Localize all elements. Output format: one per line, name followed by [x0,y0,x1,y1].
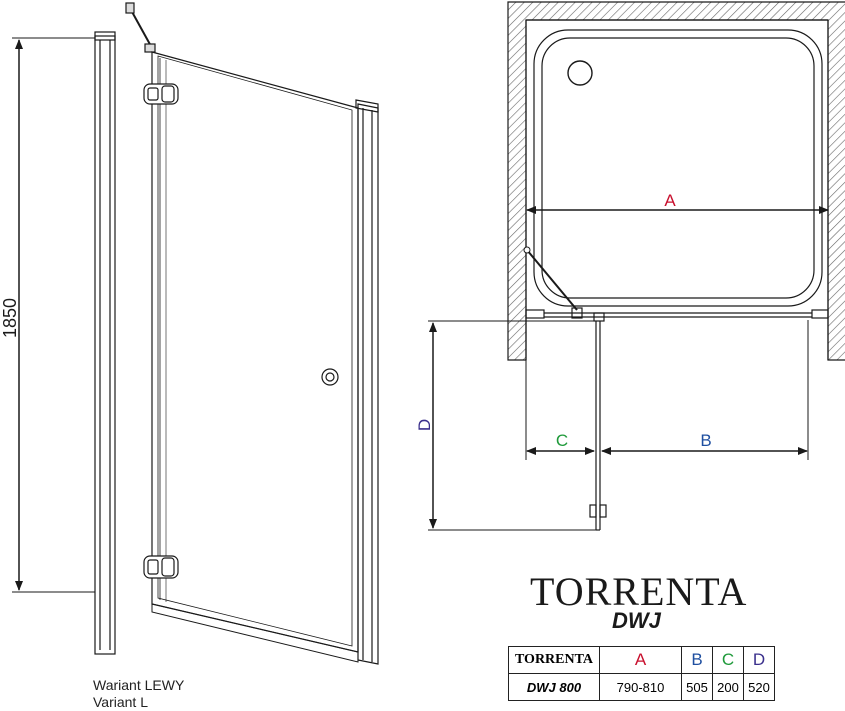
table-header-cell: A [599,646,682,674]
table-row: DWJ 800 790-810 505 200 520 [508,673,775,701]
table-header-cell: TORRENTA [508,646,600,674]
table-header-cell: C [712,646,744,674]
dimension-table: TORRENTA A B C D DWJ 800 790-810 505 200… [508,646,775,701]
table-cell: 520 [743,673,775,701]
table-cell: 790-810 [599,673,682,701]
drain-icon [567,60,593,86]
product-model: DWJ [612,608,661,633]
variant-line-2: Variant L [93,694,148,710]
bottom-hinge [143,555,179,579]
product-name: TORRENTA [530,569,748,614]
variant-line-1: Wariant LEWY [93,677,185,693]
plan-view [428,1,845,531]
wall-profile-left [94,35,116,655]
dim-A-label: A [664,191,676,210]
dim-C-label: C [556,431,568,450]
table-header-cell: D [743,646,775,674]
table-cell: 505 [681,673,713,701]
door-elevation [12,2,379,665]
glass-door-panel [151,51,359,653]
stabilizer-bar [130,9,153,49]
shower-tray [533,29,823,307]
dim-D-label: D [415,419,434,431]
height-label: 1850 [0,298,20,338]
table-header-cell: B [681,646,713,674]
table-header-row: TORRENTA A B C D [508,646,775,674]
top-hinge [143,83,179,105]
table-cell: DWJ 800 [508,673,600,701]
table-cell: 200 [712,673,744,701]
dim-B-label: B [700,431,711,450]
door-knob [321,368,339,386]
wall-profile-right [357,103,379,665]
